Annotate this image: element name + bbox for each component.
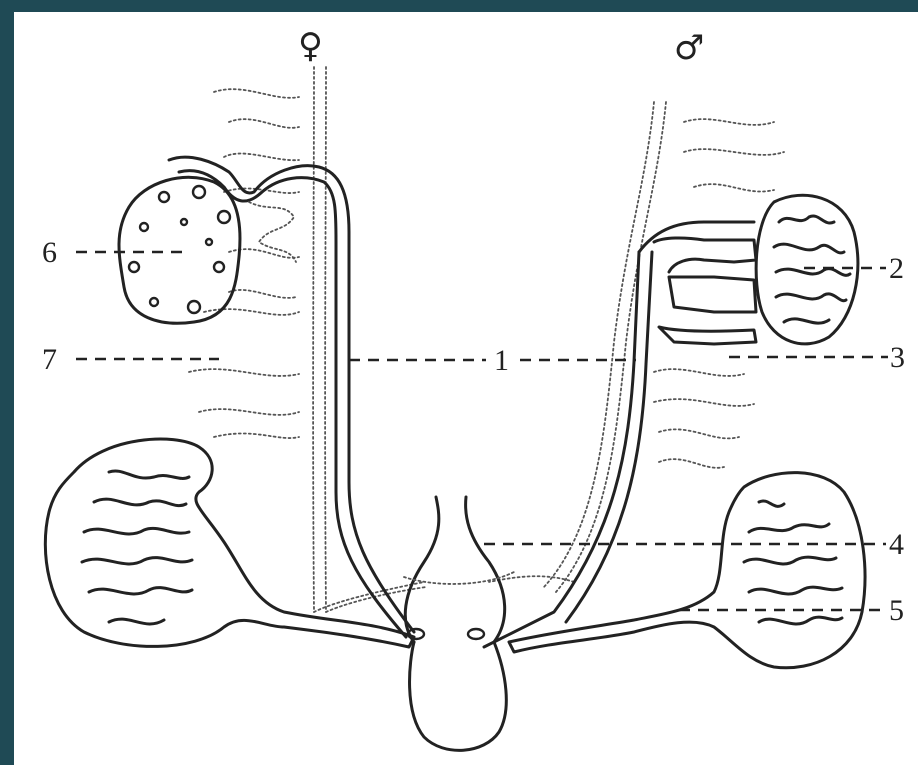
label-5: 5 xyxy=(889,594,904,627)
regressed-duct-female xyxy=(189,67,426,612)
female-duct xyxy=(169,157,414,637)
kidney-right xyxy=(509,473,865,668)
diagram-frame: ♀ ♂ xyxy=(14,12,918,765)
leader-lines xyxy=(76,252,888,610)
regressed-duct-male xyxy=(489,102,784,592)
label-7: 7 xyxy=(42,343,57,376)
label-1: 1 xyxy=(494,344,509,377)
label-3: 3 xyxy=(890,341,905,374)
label-2: 2 xyxy=(889,252,904,285)
urogenital-sinus xyxy=(404,497,514,750)
label-4: 4 xyxy=(889,528,904,561)
female-symbol: ♀ xyxy=(298,26,323,66)
testis xyxy=(756,195,858,344)
male-duct xyxy=(484,222,756,647)
male-symbol: ♂ xyxy=(674,28,704,68)
urogenital-development-diagram: ♀ ♂ xyxy=(14,12,918,765)
female-tubules xyxy=(249,202,296,262)
ovary xyxy=(119,177,240,323)
label-6: 6 xyxy=(42,236,57,269)
